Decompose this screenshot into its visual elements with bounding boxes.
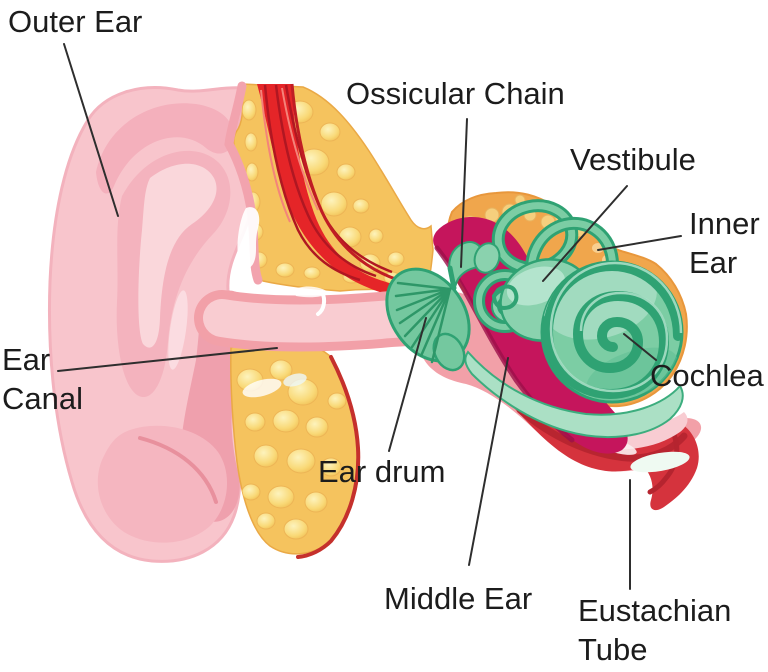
label-ossicular-chain: Ossicular Chain bbox=[346, 76, 565, 111]
leader-middle-ear bbox=[468, 357, 509, 566]
cochlear-base-swoosh bbox=[464, 350, 684, 439]
label-outer-ear: Outer Ear bbox=[8, 4, 143, 39]
inner-ear-structures bbox=[385, 199, 684, 439]
bone-white-blob-2 bbox=[283, 373, 307, 387]
bone-white-blob-3 bbox=[335, 350, 353, 360]
earlobe-crease bbox=[138, 436, 218, 504]
pinna-helix-shadow bbox=[96, 103, 234, 194]
eustachian-bell-fold bbox=[647, 427, 680, 495]
eardrum-tail bbox=[432, 332, 466, 372]
eardrum-handle bbox=[447, 265, 457, 291]
label-vestibule: Vestibule bbox=[570, 142, 696, 177]
leader-vestibule bbox=[542, 185, 628, 282]
leader-outer-ear bbox=[63, 43, 119, 217]
pinna-slit-highlight bbox=[168, 290, 188, 370]
label-ear-canal: Ear Canal bbox=[2, 342, 83, 417]
bone-lower-red-edge bbox=[296, 355, 361, 559]
bone-white-squiggle bbox=[237, 207, 260, 269]
earlobe-shade bbox=[97, 425, 228, 543]
leader-lines bbox=[57, 43, 682, 590]
ear-drum bbox=[385, 265, 471, 372]
label-cochlea: Cochlea bbox=[650, 358, 764, 393]
leader-cochlea bbox=[623, 333, 657, 361]
label-ear-drum: Ear drum bbox=[318, 454, 446, 489]
label-eustachian-tube: Eustachian Tube bbox=[578, 593, 732, 668]
leader-ossicular-chain bbox=[460, 118, 468, 268]
cochlea-bottom-shade bbox=[586, 347, 678, 401]
eustachian-shade bbox=[516, 406, 688, 462]
leader-inner-ear bbox=[597, 235, 682, 251]
cochlea-spiral-highlight bbox=[549, 261, 683, 393]
bone-white-blob-1 bbox=[242, 378, 282, 398]
canal-white-curl bbox=[316, 290, 327, 316]
pinna-inner-highlight bbox=[138, 163, 217, 348]
eardrum-radial-lines bbox=[394, 281, 452, 364]
tube-white-highlight bbox=[630, 451, 690, 473]
ossicles bbox=[448, 241, 519, 311]
muscle-shape bbox=[257, 84, 433, 304]
leader-ear-drum bbox=[388, 317, 427, 452]
muscle-highlights bbox=[260, 87, 319, 223]
label-inner-ear: Inner Ear bbox=[689, 206, 760, 281]
leader-ear-canal bbox=[57, 347, 278, 372]
outer-ear-pinna bbox=[47, 86, 253, 563]
temporal-bone bbox=[224, 81, 434, 559]
canal-white-highlight bbox=[292, 286, 330, 298]
stapes bbox=[491, 284, 519, 311]
cochlea bbox=[540, 260, 684, 404]
label-middle-ear: Middle Ear bbox=[384, 581, 533, 616]
incus bbox=[473, 242, 501, 274]
